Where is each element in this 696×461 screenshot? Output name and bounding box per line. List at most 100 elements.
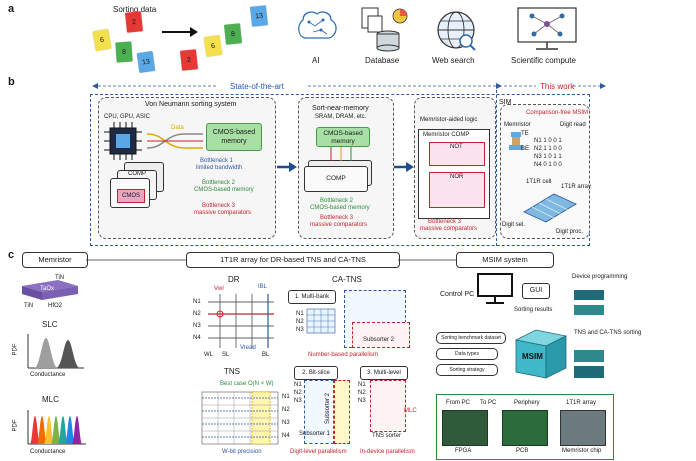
digit-row-4: N4 0 1 0 0 [534, 162, 562, 168]
ml-row-n3: N3 [358, 398, 366, 404]
dr-crossbar [208, 294, 274, 348]
v-read-label: Vread [240, 345, 256, 351]
data-types-tag: Data types [436, 348, 498, 360]
mb-row-n2: N2 [296, 319, 304, 325]
card-unsorted-4: 13 [136, 50, 156, 74]
von-neumann-title: Von Neumann sorting system [145, 101, 237, 108]
panel-b-span-arrows [92, 83, 606, 89]
control-pc-label: Control PC [440, 291, 475, 298]
this-work-divider [496, 90, 497, 246]
bs-row-n2: N2 [294, 390, 302, 396]
sl-label: SL [222, 352, 230, 358]
sorted-cards: 13 8 6 2 [179, 5, 280, 71]
bl-label: BL [262, 352, 270, 358]
msim-header: MSIM system [456, 252, 554, 268]
panel-b-letter: b [8, 76, 15, 88]
not-gate-block: NOT [429, 142, 485, 166]
von-b2-title: Bottleneck 2 [202, 180, 236, 186]
sort-arrow [162, 27, 198, 37]
tin-bottom-label: TiN [24, 303, 34, 309]
pcb-photo [502, 410, 548, 446]
digit-sel-label: Digit sel. [502, 222, 526, 228]
mlc-tag-label: MLC [404, 408, 417, 414]
state-of-the-art-label: State-of-the-art [230, 82, 284, 91]
tns-row-n1: N1 [282, 394, 290, 400]
arrow-b1 [277, 162, 297, 172]
cmos-block: CMOS [117, 189, 145, 203]
array-1t1r-hw-label: 1T1R array [566, 400, 597, 406]
catns-label: CA-TNS [332, 275, 362, 284]
near-b2-text: CMOS-based memory [310, 205, 370, 211]
taox-label: TaOx [40, 286, 55, 292]
card-unsorted-1: 2 [124, 11, 144, 33]
tns-grid [201, 391, 279, 445]
database-icon [361, 7, 408, 52]
pcb-label: PCB [516, 448, 529, 454]
sorting-data-label: Sorting data [113, 5, 157, 14]
near-b3-title: Bottleneck 3 [320, 215, 354, 221]
msim-cube [514, 329, 568, 379]
subsorter-2-label: Subsorter 2 [363, 337, 395, 343]
hardware-frame [436, 394, 614, 460]
bs-subsorter-2: Subsorter 2 [325, 380, 350, 444]
w-bit-label: W-bit precision [222, 449, 262, 455]
data-label: Data [171, 125, 184, 131]
sim-title: SIM [499, 99, 512, 106]
tns-row-n4: N4 [282, 433, 290, 439]
memristor-header: Memristor [22, 252, 88, 268]
panel-a-letter: a [8, 3, 15, 15]
app-ai-label: AI [312, 56, 320, 65]
near-b3-text: massive comparators [310, 222, 368, 228]
panel-c-letter: c [8, 249, 15, 261]
header-connector-1 [86, 259, 186, 261]
device-prog-img-1 [574, 290, 604, 300]
ai-brain-icon [298, 11, 337, 39]
memristor-chip-label: Memristor chip [562, 448, 602, 454]
bs-row-n1: N1 [294, 382, 302, 388]
sorting-results-label: Sorting results [514, 307, 553, 313]
von-b2-text: CMOS-based memory [194, 187, 254, 193]
memristor-comp-panel: Memristor COMP NOT NOR [418, 129, 490, 219]
indevice-par-label: In-device parallelism [360, 449, 415, 455]
from-pc-label: From PC [446, 400, 470, 406]
slc-pdf-label: PDF [12, 343, 19, 356]
near-link-lines [330, 147, 352, 161]
periphery-label: Periphery [514, 400, 540, 406]
bs-subsorter-1: Subsorter 1 [299, 380, 334, 444]
multilevel-tag: 3. Multi-level [360, 366, 408, 380]
digit-row-1: N1 1 0 0 1 [534, 138, 562, 144]
digit-proc-label: Digit proc. [556, 229, 584, 235]
card-sorted-4: 13 [249, 5, 269, 27]
compute-monitor-icon [517, 7, 577, 50]
digit-par-label: Digit-level parallelism [290, 449, 347, 455]
multibank-grid [306, 308, 336, 334]
arrow-b2 [394, 162, 414, 172]
dr-row-n3: N3 [193, 323, 201, 329]
sorting-img-1 [574, 350, 604, 362]
best-case-label: Best case O(N × W) [220, 381, 274, 387]
mlc-plot [27, 410, 86, 445]
near-sub: SRAM, DRAM, etc. [315, 114, 367, 120]
i-bl-label: IBL [258, 284, 268, 290]
tin-top-label: TiN [55, 275, 65, 281]
near-cmos-memory-block: CMOS-based memory [316, 127, 370, 147]
be-label: BE [521, 146, 530, 152]
msim-label: MSIM [522, 352, 543, 361]
tns-label: TNS [224, 367, 240, 376]
card-unsorted-2: 6 [92, 28, 112, 52]
cmos-memory-block: CMOS-based memory [206, 123, 262, 151]
nor-label: NOR [450, 174, 464, 180]
comp-stack: COMP CMOS [110, 162, 164, 208]
this-work-label: This work [540, 82, 575, 91]
sim-array-illustration [523, 193, 577, 223]
not-label: NOT [450, 144, 463, 150]
cpu-chip-icon [104, 122, 142, 160]
memristor-stack-icon [22, 280, 78, 300]
wl-label: WL [204, 352, 213, 358]
data-bus-icon [146, 133, 203, 149]
card-sorted-3: 8 [223, 23, 243, 45]
near-b2-title: Bottleneck 2 [320, 198, 354, 204]
dr-row-n2: N2 [193, 311, 201, 317]
dr-row-n4: N4 [193, 335, 201, 341]
tns-row-n2: N2 [282, 407, 290, 413]
